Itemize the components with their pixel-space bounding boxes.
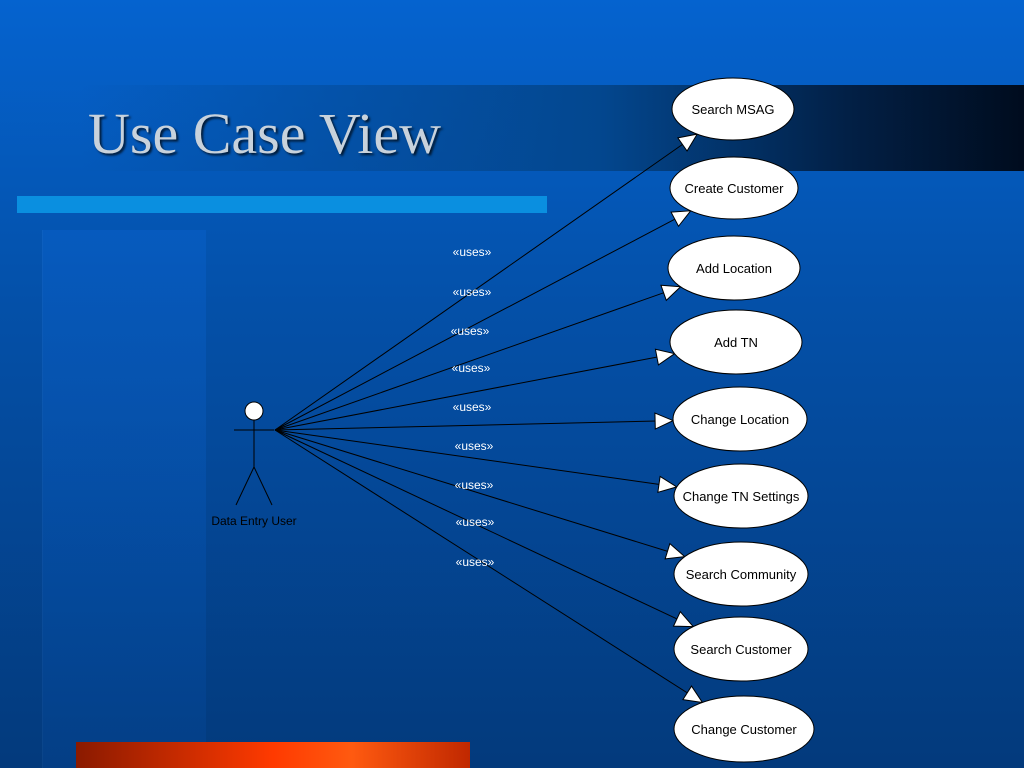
use-case[interactable]: Change Customer bbox=[673, 695, 815, 763]
use-case-ellipse bbox=[673, 541, 809, 607]
use-case-label: Search Customer bbox=[690, 642, 792, 657]
uses-label: «uses» bbox=[452, 361, 491, 375]
uses-label: «uses» bbox=[453, 285, 492, 299]
uses-label: «uses» bbox=[453, 400, 492, 414]
uses-label: «uses» bbox=[451, 324, 490, 338]
use-case-label: Search MSAG bbox=[691, 102, 774, 117]
uses-label: «uses» bbox=[453, 245, 492, 259]
association-line bbox=[274, 354, 675, 431]
page-title: Use Case View bbox=[88, 101, 442, 166]
association-line bbox=[274, 211, 691, 431]
uses-label: «uses» bbox=[456, 515, 495, 529]
association-line bbox=[274, 429, 677, 487]
use-case-ellipse bbox=[669, 309, 803, 375]
use-case[interactable]: Search Community bbox=[673, 541, 809, 607]
use-case-label: Add Location bbox=[696, 261, 772, 276]
use-case-label: Add TN bbox=[714, 335, 758, 350]
use-case-ellipse bbox=[671, 77, 795, 141]
use-case-ellipse bbox=[667, 235, 801, 301]
use-case-label: Create Customer bbox=[685, 181, 785, 196]
use-case[interactable]: Search MSAG bbox=[671, 77, 795, 141]
use-case-label: Change Location bbox=[691, 412, 789, 427]
association-line bbox=[274, 421, 673, 431]
association-line bbox=[274, 287, 681, 431]
association-lines: «uses» «uses» «uses» «uses» «uses» «uses» «use… bbox=[274, 134, 702, 703]
use-case[interactable]: Search Customer bbox=[673, 616, 809, 682]
actor-right-leg bbox=[253, 466, 273, 506]
actor-head bbox=[244, 401, 264, 421]
title-band bbox=[80, 85, 1024, 171]
accent-bar bbox=[17, 196, 547, 213]
use-case-label: Search Community bbox=[686, 567, 797, 582]
use-case-label: Change TN Settings bbox=[683, 489, 800, 504]
use-case-ellipse bbox=[669, 156, 799, 220]
uses-label: «uses» bbox=[456, 555, 495, 569]
use-case-ellipse bbox=[673, 463, 809, 529]
actor-left-leg bbox=[235, 466, 255, 506]
actor[interactable]: Data Entry User bbox=[211, 401, 297, 528]
use-case-ellipse bbox=[672, 386, 808, 452]
left-panel bbox=[42, 230, 206, 768]
use-case[interactable]: Add Location bbox=[667, 235, 801, 301]
uses-label: «uses» bbox=[455, 478, 494, 492]
association-line bbox=[274, 429, 685, 557]
use-case-ellipse bbox=[673, 695, 815, 763]
use-case[interactable]: Change Location bbox=[672, 386, 808, 452]
use-case[interactable]: Add TN bbox=[669, 309, 803, 375]
actor-label: Data Entry User bbox=[211, 514, 296, 528]
association-line bbox=[274, 429, 693, 627]
use-case-ellipse bbox=[673, 616, 809, 682]
use-case-label: Change Customer bbox=[691, 722, 797, 737]
bottom-accent-bar bbox=[76, 742, 470, 768]
association-line bbox=[274, 429, 702, 703]
uses-label: «uses» bbox=[455, 439, 494, 453]
association-line bbox=[274, 134, 697, 431]
use-case[interactable]: Change TN Settings bbox=[673, 463, 809, 529]
use-case[interactable]: Create Customer bbox=[669, 156, 799, 220]
